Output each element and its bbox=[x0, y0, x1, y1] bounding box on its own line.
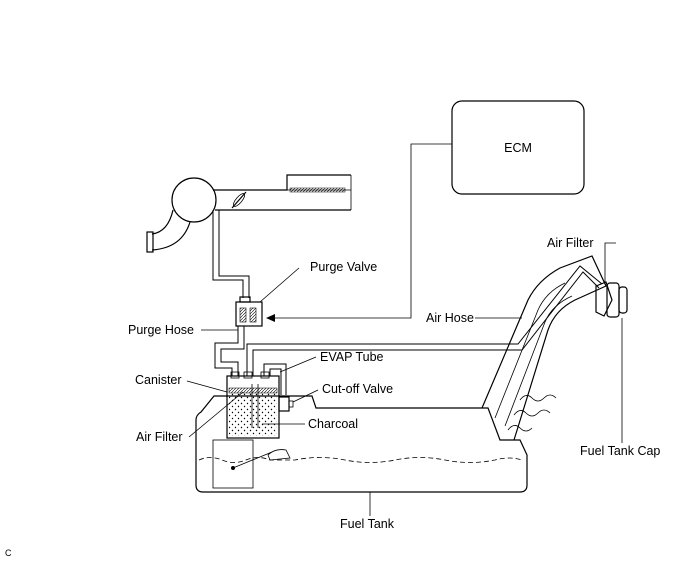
ecm-signal-wire bbox=[266, 143, 452, 322]
purge-valve-label: Purge Valve bbox=[310, 260, 377, 274]
purge-hose-label: Purge Hose bbox=[128, 323, 194, 337]
purge-hose bbox=[214, 326, 245, 376]
fuel-tank-cap-label: Fuel Tank Cap bbox=[580, 444, 660, 458]
canister bbox=[226, 371, 280, 439]
evap-tube-label: EVAP Tube bbox=[320, 350, 384, 364]
cutoff-valve bbox=[278, 396, 294, 412]
air-filter-left-label: Air Filter bbox=[136, 430, 183, 444]
intake-manifold bbox=[146, 174, 352, 253]
air-hose-label: Air Hose bbox=[426, 311, 474, 325]
air-filter-top-label: Air Filter bbox=[547, 236, 594, 250]
fuel-tank bbox=[195, 395, 528, 493]
vacuum-line bbox=[212, 210, 250, 298]
evap-tube bbox=[263, 363, 287, 395]
ecm-box: ECM bbox=[451, 100, 585, 195]
fuel-tank-cap bbox=[595, 281, 628, 318]
cutoff-valve-label: Cut-off Valve bbox=[322, 382, 393, 396]
purge-valve bbox=[235, 296, 263, 327]
figure-code: C bbox=[5, 548, 12, 558]
air-hose bbox=[246, 265, 603, 376]
filler-neck bbox=[481, 255, 607, 441]
charcoal-label: Charcoal bbox=[308, 417, 358, 431]
leader-lines bbox=[186, 242, 623, 516]
canister-label: Canister bbox=[135, 373, 182, 387]
fuel-tank-label: Fuel Tank bbox=[340, 517, 395, 531]
ecm-label: ECM bbox=[504, 141, 532, 155]
